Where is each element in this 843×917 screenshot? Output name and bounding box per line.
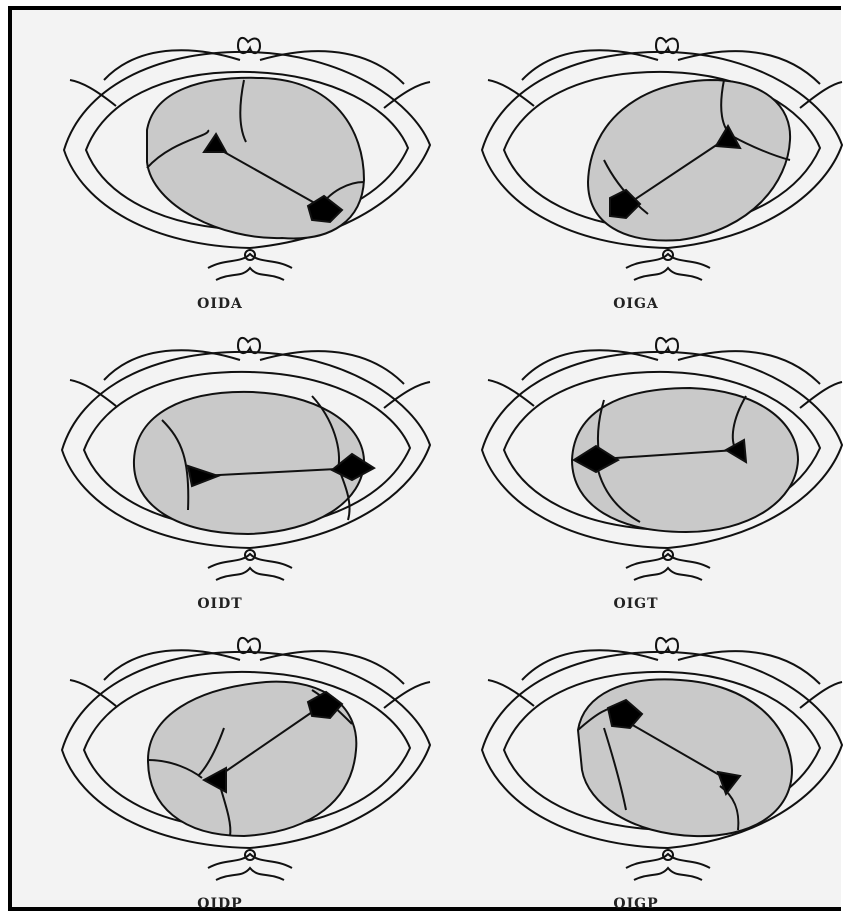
position-label: OIDP	[12, 896, 428, 912]
pelvis-head-drawing	[428, 310, 843, 610]
fetal-head	[147, 78, 364, 239]
diagram-oiga: OIGA	[428, 10, 843, 310]
diagram-oida: OIDA	[12, 10, 428, 310]
pelvis-figure: OIDA OIGA	[8, 6, 841, 911]
fetal-head	[588, 80, 790, 241]
fetal-head	[572, 388, 798, 532]
fetal-head	[134, 392, 374, 534]
diagram-oigt: OIGT	[428, 310, 843, 610]
pelvis-head-drawing	[12, 310, 428, 610]
pelvis-head-drawing	[428, 610, 843, 910]
diagram-oidp: OIDP	[12, 610, 428, 910]
diagram-oidt: OIDT	[12, 310, 428, 610]
pelvis-head-drawing	[12, 10, 428, 310]
pelvis-head-drawing	[12, 610, 428, 910]
diagram-oigp: OIGP	[428, 610, 843, 910]
position-label: OIGP	[428, 896, 843, 912]
fetal-head	[578, 679, 792, 836]
fetal-head	[148, 682, 356, 836]
pelvis-head-drawing	[428, 10, 843, 310]
